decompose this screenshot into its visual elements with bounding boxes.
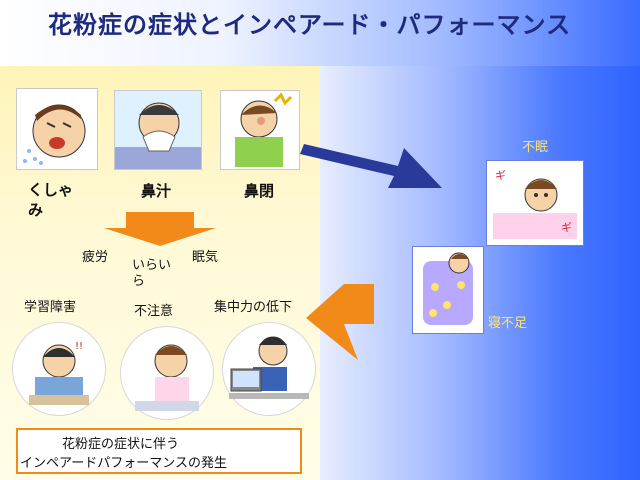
tissue-icon [115, 91, 201, 169]
insomnia-label: 不眠 [522, 140, 549, 155]
insomnia-illustration: ギ ギ [486, 160, 584, 246]
effect-learning: 学習障害 [24, 300, 77, 315]
learning-illustration: !! [12, 322, 106, 416]
effect-sleepiness: 眠気 [192, 250, 219, 265]
awake-in-bed-icon: ギ ギ [487, 161, 583, 245]
sneeze-icon [23, 104, 86, 165]
effect-concentration: 集中力の低下 [214, 300, 293, 315]
sneeze-illustration [16, 88, 98, 170]
effect-fatigue: 疲労 [82, 250, 109, 265]
summary-box [16, 428, 302, 474]
symptom-sneeze: くしゃみ [28, 181, 74, 219]
orange-left-arrow [306, 284, 374, 360]
lack-of-sleep-illustration [412, 246, 484, 334]
lack-of-sleep-label: 寝不足 [488, 316, 528, 331]
nasal-blockage-illustration [220, 90, 300, 170]
runny-nose-illustration [114, 90, 202, 170]
blocked-nose-icon [235, 92, 293, 167]
summary-line-2: インペアードパフォーマンスの発生 [20, 456, 227, 471]
title-bar [0, 0, 640, 66]
studying-icon: !! [29, 341, 89, 405]
distracted-icon [135, 344, 199, 411]
concentration-illustration [222, 322, 316, 416]
svg-text:!!: !! [75, 341, 83, 352]
effect-irritation: いらいら [132, 258, 172, 289]
computer-icon [229, 336, 309, 399]
svg-text:ギ: ギ [561, 221, 572, 234]
inattention-illustration [120, 326, 214, 420]
effect-inattention: 不注意 [134, 304, 174, 319]
down-arrow [104, 212, 216, 246]
slide-title: 花粉症の症状とインペアード・パフォーマンス [48, 11, 572, 39]
symptom-nasal-blockage: 鼻閉 [244, 182, 275, 200]
symptom-runny-nose: 鼻汁 [141, 182, 172, 200]
navy-arrow [300, 144, 442, 188]
sleeping-icon [413, 247, 483, 333]
svg-text:ギ: ギ [495, 169, 506, 182]
summary-line-1: 花粉症の症状に伴う [62, 437, 180, 452]
